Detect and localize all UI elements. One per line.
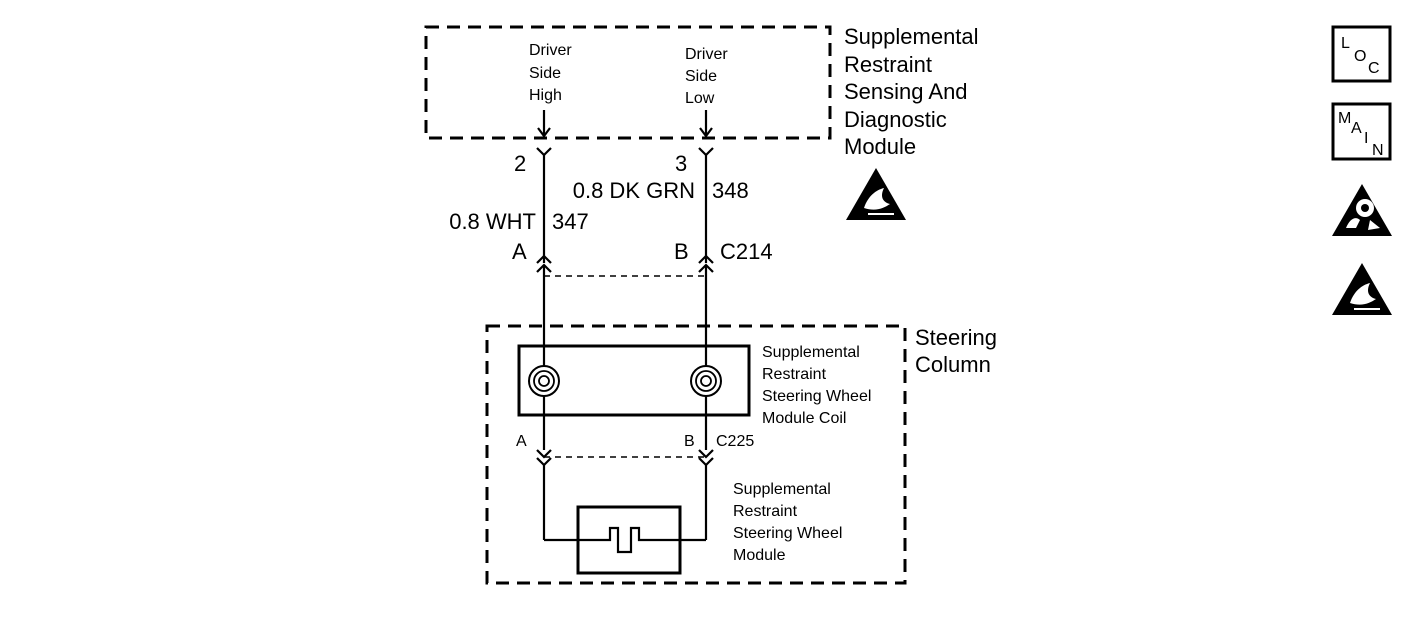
svg-text:N: N bbox=[1372, 142, 1384, 159]
c225-name: C225 bbox=[716, 433, 754, 450]
main-icon[interactable]: M A I N bbox=[1331, 102, 1392, 161]
svg-text:M: M bbox=[1338, 110, 1351, 127]
inflator-element-icon bbox=[578, 526, 680, 554]
coil-left-icon bbox=[528, 365, 560, 397]
wheel-module-title: Supplemental Restraint Steering Wheel Mo… bbox=[733, 481, 847, 564]
c214-pin-b: B bbox=[674, 239, 689, 264]
module-esd-icon bbox=[845, 167, 907, 221]
coil-right-icon bbox=[690, 365, 722, 397]
wire-left bbox=[536, 110, 578, 542]
module-coil-title: Supplemental Restraint Steering Wheel Mo… bbox=[762, 344, 876, 427]
steering-column-boundary bbox=[485, 324, 907, 585]
esd-warning-icon bbox=[1331, 262, 1393, 316]
svg-text:L: L bbox=[1341, 35, 1350, 52]
wire-right-color: 0.8 DK GRN bbox=[573, 178, 695, 203]
module-coil-box bbox=[517, 344, 751, 417]
module-boundary bbox=[424, 25, 832, 140]
c214-pin-a: A bbox=[512, 239, 527, 264]
wire-right-circuit: 348 bbox=[712, 178, 749, 203]
c225-pin-b: B bbox=[684, 433, 695, 450]
svg-text:C: C bbox=[1368, 60, 1380, 77]
svg-text:O: O bbox=[1354, 48, 1366, 65]
wire-left-circuit: 347 bbox=[552, 209, 589, 234]
pin-number-left: 2 bbox=[514, 151, 526, 176]
wire-right bbox=[680, 110, 714, 542]
svg-text:A: A bbox=[1351, 120, 1362, 137]
pin-label-driver-side-low: Driver Side Low bbox=[685, 46, 732, 107]
wire-left-color: 0.8 WHT bbox=[449, 209, 536, 234]
module-title: Supplemental Restraint Sensing And Diagn… bbox=[844, 24, 985, 159]
c225-pin-a: A bbox=[516, 433, 527, 450]
airbag-warning-icon bbox=[1332, 184, 1392, 236]
loc-icon[interactable]: L O C bbox=[1331, 25, 1392, 83]
c214-name: C214 bbox=[720, 239, 773, 264]
pin-number-right: 3 bbox=[675, 151, 687, 176]
svg-text:I: I bbox=[1364, 130, 1368, 147]
pin-label-driver-side-high: Driver Side High bbox=[529, 42, 576, 104]
steering-column-title: Steering Column bbox=[915, 325, 1003, 377]
